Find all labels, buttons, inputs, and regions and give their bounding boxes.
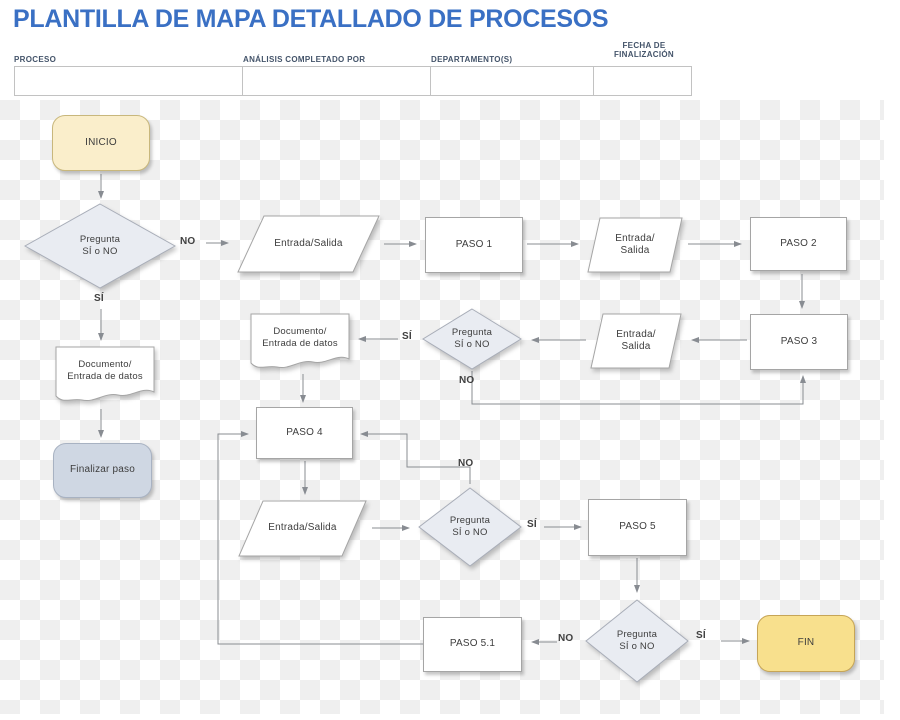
decision-diamond-shape <box>422 308 522 370</box>
node-label-documento1: Documento/ Entrada de datos <box>67 359 143 382</box>
flow-node-paso5-1: PASO 5.1 <box>423 617 522 672</box>
flow-node-paso2: PASO 2 <box>750 217 847 271</box>
departamento-input[interactable] <box>431 67 595 95</box>
input-output-shape <box>587 217 683 273</box>
page-title: PLANTILLA DE MAPA DETALLADO DE PROCESOS <box>13 5 609 33</box>
node-label-paso3: PASO 3 <box>780 335 818 347</box>
flow-node-pregunta4: Pregunta SÍ o NO <box>585 599 689 683</box>
document-shape <box>250 313 350 369</box>
node-label-paso2: PASO 2 <box>780 237 817 249</box>
node-label-paso4: PASO 4 <box>286 426 323 438</box>
flow-node-documento2: Documento/ Entrada de datos <box>250 313 350 373</box>
edge-label-pregunta4-no: NO <box>558 633 574 644</box>
node-label-entrada1: Entrada/Salida <box>274 237 343 249</box>
node-label-pregunta2: Pregunta SÍ o NO <box>451 327 493 350</box>
flow-node-finalizar-paso: Finalizar paso <box>53 443 152 498</box>
flow-node-entrada-salida3: Entrada/ Salida <box>590 313 682 369</box>
edge-label-pregunta1-si: SÍ <box>94 293 104 304</box>
decision-diamond-shape <box>585 599 689 683</box>
analisis-input[interactable] <box>243 67 431 95</box>
input-output-shape <box>237 215 380 273</box>
flow-node-inicio: INICIO <box>52 115 150 171</box>
node-label-documento2: Documento/ Entrada de datos <box>262 326 338 349</box>
arrow-paso51-paso4-loop <box>217 431 423 645</box>
node-label-inicio: INICIO <box>85 136 117 148</box>
decision-diamond-shape <box>24 203 176 289</box>
node-label-entrada4: Entrada/Salida <box>268 522 337 534</box>
flow-node-pregunta2: Pregunta SÍ o NO <box>422 308 522 370</box>
flow-node-paso4: PASO 4 <box>256 407 353 459</box>
node-label-fin: FIN <box>797 637 815 649</box>
arrow-pregunta2-no-paso3-loop <box>471 371 806 405</box>
flow-node-paso3: PASO 3 <box>750 314 848 370</box>
field-label-fecha: FECHA DE FINALIZACIÓN <box>613 41 675 59</box>
node-label-entrada3: Entrada/ Salida <box>616 328 656 353</box>
flow-node-documento1: Documento/ Entrada de datos <box>55 346 155 406</box>
header-form-table <box>14 66 692 96</box>
field-label-departamento: DEPARTAMENTO(S) <box>431 55 513 64</box>
node-label-pregunta3: Pregunta SÍ o NO <box>449 515 491 538</box>
flow-node-entrada-salida2: Entrada/ Salida <box>587 217 683 273</box>
node-label-paso5-1: PASO 5.1 <box>449 638 496 650</box>
decision-diamond-shape <box>418 487 522 567</box>
flow-node-fin: FIN <box>757 615 855 672</box>
edge-label-pregunta2-si: SÍ <box>402 331 412 342</box>
node-label-pregunta4: Pregunta SÍ o NO <box>616 629 658 652</box>
edge-label-pregunta1-no: NO <box>180 236 196 247</box>
document-shape <box>55 346 155 402</box>
transparency-checkerboard <box>0 100 884 714</box>
node-label-pregunta1: Pregunta SÍ o NO <box>79 234 121 257</box>
flow-node-entrada-salida4: Entrada/Salida <box>238 500 367 557</box>
edge-label-pregunta4-si: SÍ <box>696 630 706 641</box>
input-output-shape <box>590 313 682 369</box>
flow-node-paso1: PASO 1 <box>425 217 523 273</box>
node-label-paso1: PASO 1 <box>455 238 493 250</box>
flow-node-paso5: PASO 5 <box>588 499 687 556</box>
node-label-paso5: PASO 5 <box>619 521 656 533</box>
node-label-entrada2: Entrada/ Salida <box>615 232 655 257</box>
edge-label-pregunta3-si: SÍ <box>527 519 537 530</box>
edge-label-pregunta2-no: NO <box>459 375 475 386</box>
proceso-input[interactable] <box>15 67 244 95</box>
field-label-proceso: PROCESO <box>14 55 57 64</box>
flow-node-entrada-salida1: Entrada/Salida <box>237 215 380 273</box>
flow-node-pregunta3: Pregunta SÍ o NO <box>418 487 522 567</box>
node-label-finalizar: Finalizar paso <box>69 464 136 476</box>
edge-label-pregunta3-no: NO <box>458 458 474 469</box>
input-output-shape <box>238 500 367 557</box>
field-label-analisis: ANÁLISIS COMPLETADO POR <box>243 55 366 64</box>
flow-node-pregunta1: Pregunta SÍ o NO <box>24 203 176 289</box>
arrow-pregunta3-no-paso4-loop <box>360 431 471 484</box>
